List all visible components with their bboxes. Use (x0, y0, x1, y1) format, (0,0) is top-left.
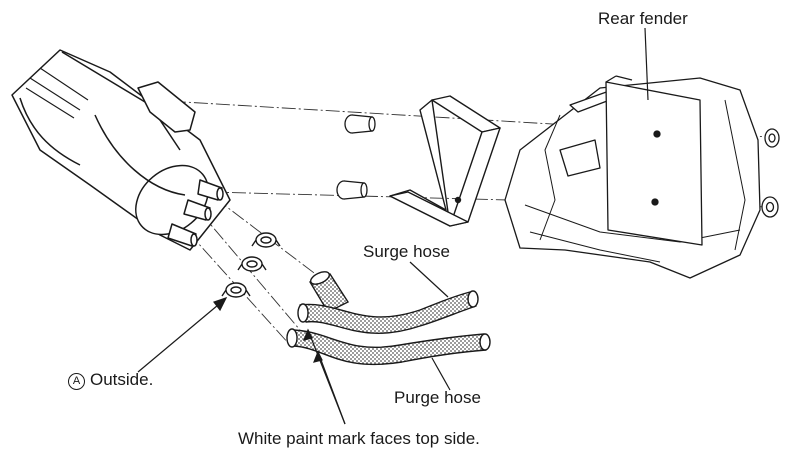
clip-2 (237, 256, 267, 272)
label-surge-hose: Surge hose (363, 242, 450, 261)
callout-letter-a: A (68, 373, 85, 390)
short-hose (308, 271, 350, 313)
outside-leader (137, 296, 228, 373)
rear-fender-leader (644, 27, 649, 101)
surge-hose-leader (409, 261, 449, 298)
clip-3 (221, 282, 251, 298)
label-white-paint-mark: White paint mark faces top side. (238, 429, 480, 448)
label-outside-callout: A Outside. (68, 371, 153, 390)
nut-upper (764, 128, 780, 148)
bolt-upper (344, 114, 376, 134)
white-paint-leaders (303, 328, 346, 425)
surge-hose (297, 290, 479, 334)
nut-lower (761, 196, 779, 218)
mounting-bracket (389, 95, 501, 227)
label-outside: Outside. (90, 370, 154, 389)
purge-hose-leader (431, 357, 451, 391)
rear-fender-panel (504, 75, 761, 279)
label-rear-fender: Rear fender (598, 9, 688, 28)
bolt-lower (336, 180, 368, 200)
clip-1 (251, 232, 281, 248)
purge-hose (286, 328, 491, 366)
label-purge-hose: Purge hose (394, 388, 481, 407)
canister (11, 49, 231, 251)
